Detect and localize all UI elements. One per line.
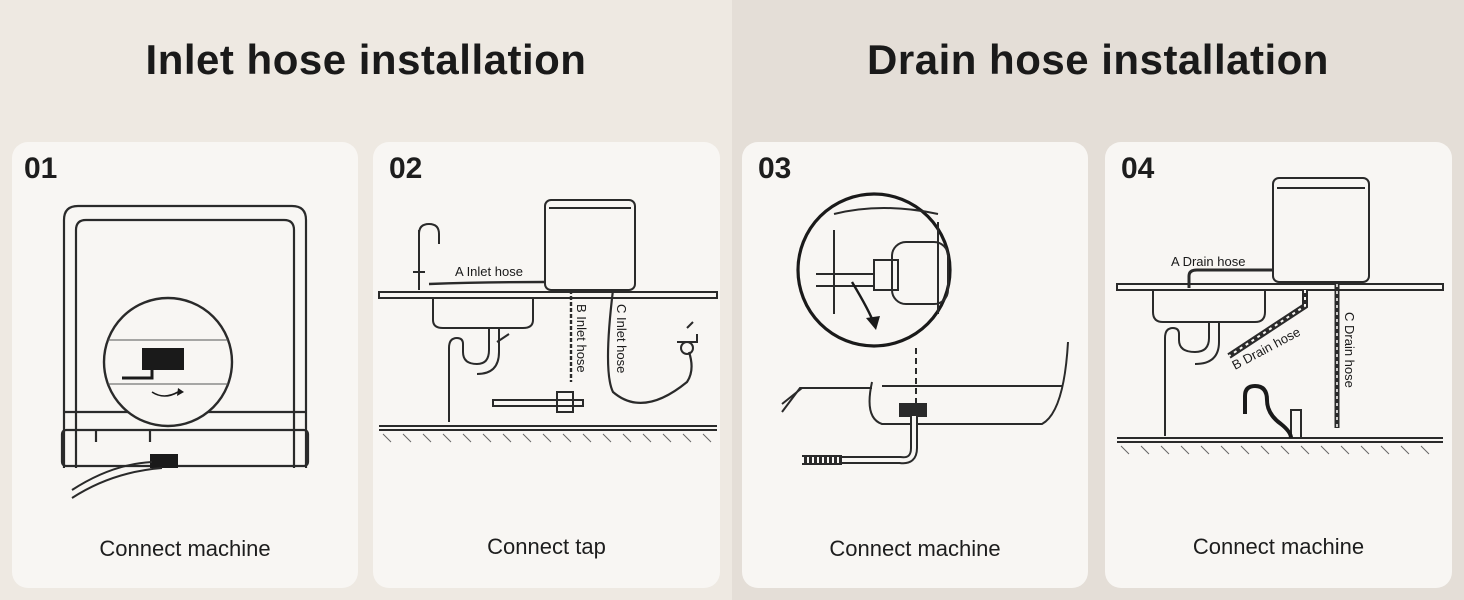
step-card-04: 04 xyxy=(1105,142,1452,588)
step-caption: Connect machine xyxy=(1105,534,1452,560)
drain-section: Drain hose installation 03 xyxy=(732,0,1464,600)
inlet-section: Inlet hose installation 01 xyxy=(0,0,732,600)
inlet-hose-a-label: A Inlet hose xyxy=(455,264,523,279)
step-card-02: 02 xyxy=(373,142,720,588)
connect-machine-illustration xyxy=(12,142,358,588)
drain-hose-c-label: C Drain hose xyxy=(1342,312,1357,388)
inlet-section-title: Inlet hose installation xyxy=(0,36,732,84)
step-card-01: 01 Connect machine xyxy=(12,142,358,588)
connect-tap-illustration: A Inlet hose B Inlet hose C Inlet hose xyxy=(373,142,720,588)
drain-section-title: Drain hose installation xyxy=(732,36,1464,84)
drain-hose-a-label: A Drain hose xyxy=(1171,254,1245,269)
step-card-03: 03 xyxy=(742,142,1088,588)
step-caption: Connect machine xyxy=(12,536,358,562)
step-caption: Connect machine xyxy=(742,536,1088,562)
step-caption: Connect tap xyxy=(373,534,720,560)
inlet-hose-c-label: C Inlet hose xyxy=(614,304,629,373)
inlet-hose-b-label: B Inlet hose xyxy=(574,304,589,373)
drain-connect-machine-illustration xyxy=(742,142,1088,588)
drain-hose-routing-illustration: A Drain hose B Drain hose C Drain hose xyxy=(1105,142,1452,588)
